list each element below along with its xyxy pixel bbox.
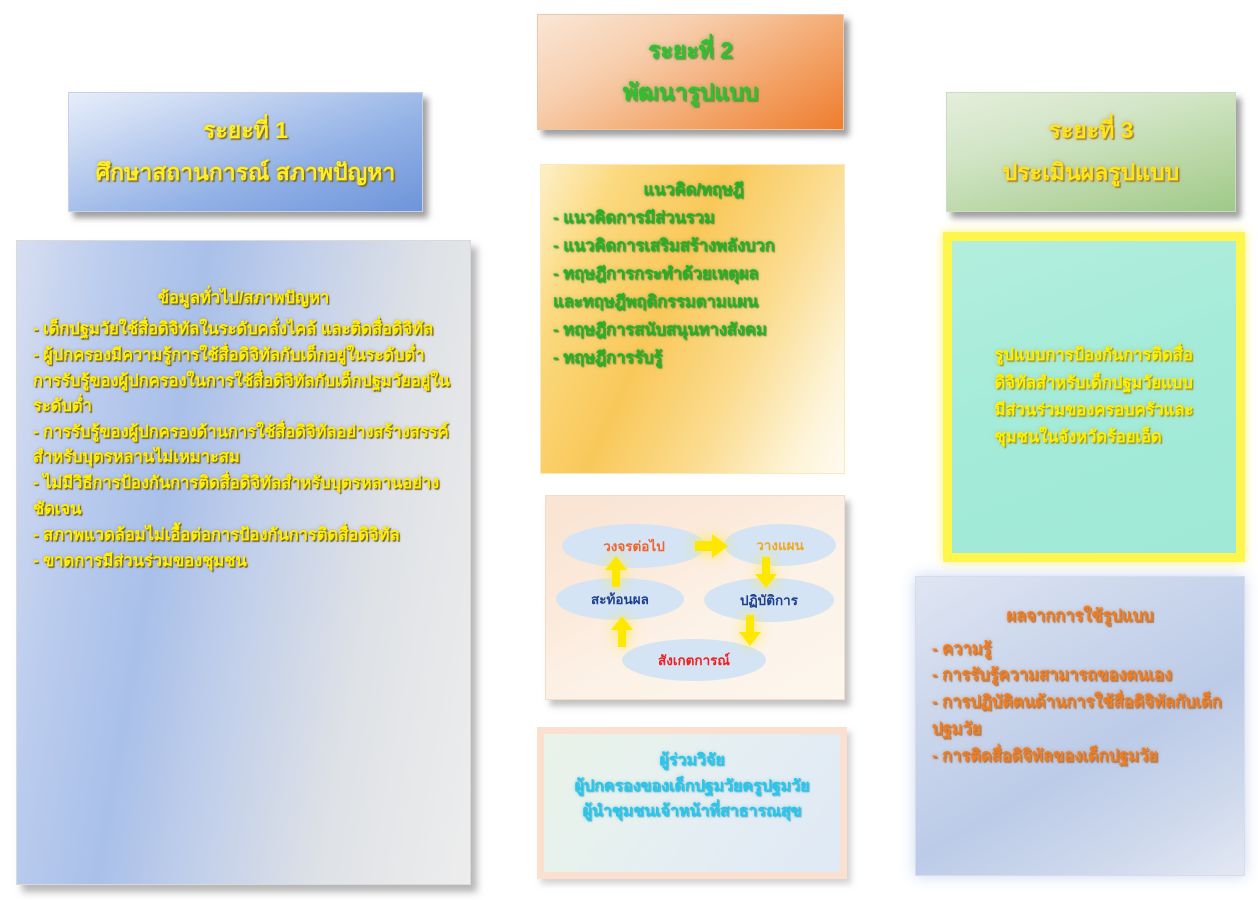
cycle-node-reflect: สะท้อนผล — [556, 578, 684, 620]
cycle-node-plan: วางแผน — [724, 524, 836, 566]
outcomes-panel: ผลจากการใช้รูปแบบ - ความรู้ - การรับรู้ค… — [915, 576, 1245, 876]
arrow-down-icon — [755, 557, 777, 588]
outcomes-heading: ผลจากการใช้รูปแบบ — [1006, 607, 1154, 625]
phase-1-item: - ขาดการมีส่วนร่วมของชุมชน — [33, 551, 247, 570]
arrow-up-icon — [611, 616, 633, 647]
phase-1-title-line-1: ระยะที่ 1 — [203, 117, 288, 143]
cycle-node-observe: สังเกตการณ์ — [622, 639, 766, 681]
phase-1-item: การรับรู้ของผู้ปกครองในการใช้สื่อดิจิทัล… — [33, 372, 450, 416]
phase-1-item: - ผู้ปกครองมีความรู้การใช้สื่อดิจิทัลกับ… — [33, 346, 425, 365]
phase-3-title-line-2: ประเมินผลรูปแบบ — [1002, 159, 1180, 185]
outcome-item: - การติดสื่อดิจิทัลของเด็กปฐมวัย — [932, 746, 1158, 765]
participants-heading: ผู้ร่วมวิจัย — [659, 752, 725, 769]
phase-3-header: ระยะที่ 3 ประเมินผลรูปแบบ — [946, 92, 1236, 212]
arrow-next-to-plan-icon — [692, 532, 732, 560]
phase-1-item: - ไม่มีวิธีการป้องกันการติดสื่อดิจิทัลสำ… — [33, 474, 440, 518]
outcome-item: - ความรู้ — [932, 639, 992, 658]
phase-2-title-line-1: ระยะที่ 2 — [648, 37, 733, 63]
arrow-right-icon — [695, 534, 728, 558]
concepts-heading: แนวคิด/ทฤษฎี — [643, 181, 744, 199]
phase-2-header: ระยะที่ 2 พัฒนารูปแบบ — [537, 14, 844, 130]
phase-1-item: - เด็กปฐมวัยใช้สื่อดิจิทัลในระดับคลั่งไค… — [33, 320, 434, 338]
phase-1-title-line-2: ศึกษาสถานการณ์ สภาพปัญหา — [95, 159, 396, 185]
arrow-observe-to-reflect-icon — [608, 614, 636, 648]
arrow-plan-to-act-icon — [752, 556, 780, 590]
resulting-model-panel: รูปแบบการป้องกันการติดสื่อ ดิจิทัลสำหรับ… — [943, 232, 1245, 562]
model-line: รูปแบบการป้องกันการติดสื่อ — [994, 346, 1193, 365]
research-participants-panel: ผู้ร่วมวิจัย ผู้ปกครองของเด็กปฐมวัยครูปฐ… — [537, 727, 847, 879]
outcome-item: - การปฏิบัติตนด้านการใช้สื่อดิจิทัลกับเด… — [932, 693, 1222, 738]
arrow-up-icon — [605, 556, 627, 587]
phase-3-title-line-1: ระยะที่ 3 — [1048, 117, 1134, 143]
cycle-node-label: วงจรต่อไป — [603, 539, 665, 554]
participants-line: ผู้ปกครองของเด็กปฐมวัยครูปฐมวัย — [574, 777, 810, 795]
action-research-cycle-diagram: วงจรต่อไป วางแผน สะท้อนผล ปฏิบัติการ สัง… — [545, 495, 845, 700]
concept-item: - แนวคิดการเสริมสร้างพลังบวก — [553, 237, 775, 255]
concept-item: - ทฤษฎีการสนับสนุนทางสังคม — [553, 321, 767, 339]
cycle-node-label: วางแผน — [756, 538, 804, 553]
cycle-node-label: สะท้อนผล — [591, 592, 649, 607]
phase-2-title-line-2: พัฒนารูปแบบ — [622, 79, 759, 105]
concept-item: - แนวคิดการมีส่วนรวม — [553, 209, 715, 227]
arrow-reflect-to-next-icon — [602, 554, 630, 588]
model-line: ชุมชนในจังหวัดร้อยเอ็ด — [994, 428, 1162, 447]
phase-1-body-heading: ข้อมูลทั่วไป/สภาพปัญหา — [157, 289, 330, 307]
concept-item: - ทฤษฎีการกระทำด้วยเหตุผล — [553, 265, 759, 283]
cycle-node-label: ปฏิบัติการ — [740, 593, 798, 608]
outcome-item: - การรับรู้ความสามารถของตนเอง — [932, 666, 1173, 685]
phase-1-situation-panel: ข้อมูลทั่วไป/สภาพปัญหา - เด็กปฐมวัยใช้สื… — [16, 240, 471, 885]
model-line: ดิจิทัลสำหรับเด็กปฐมวัยแบบ — [994, 373, 1193, 392]
concepts-theories-panel: แนวคิด/ทฤษฎี - แนวคิดการมีส่วนรวม - แนวค… — [540, 164, 845, 474]
concept-item: และทฤษฎีพฤติกรรมตามแผน — [553, 293, 759, 311]
cycle-node-label: สังเกตการณ์ — [658, 653, 730, 668]
participants-line: ผู้นำชุมชนเจ้าหน้าที่สาธารณสุข — [582, 803, 802, 821]
arrow-act-to-observe-icon — [736, 614, 764, 648]
cycle-node-act: ปฏิบัติการ — [704, 578, 834, 622]
phase-1-item: - การรับรู้ของผู้ปกครองด้านการใช้สื่อดิจ… — [33, 423, 449, 467]
model-line: มีส่วนร่วมของครอบครัวและ — [994, 401, 1194, 419]
phase-1-header: ระยะที่ 1 ศึกษาสถานการณ์ สภาพปัญหา — [68, 92, 423, 212]
cycle-node-next-cycle: วงจรต่อไป — [562, 524, 706, 568]
arrow-down-icon — [739, 615, 761, 646]
phase-1-item: - สภาพแวดล้อมไม่เอื้อต่อการป้องกันการติด… — [33, 525, 400, 544]
concept-item: - ทฤษฎีการรับรู้ — [553, 349, 663, 367]
